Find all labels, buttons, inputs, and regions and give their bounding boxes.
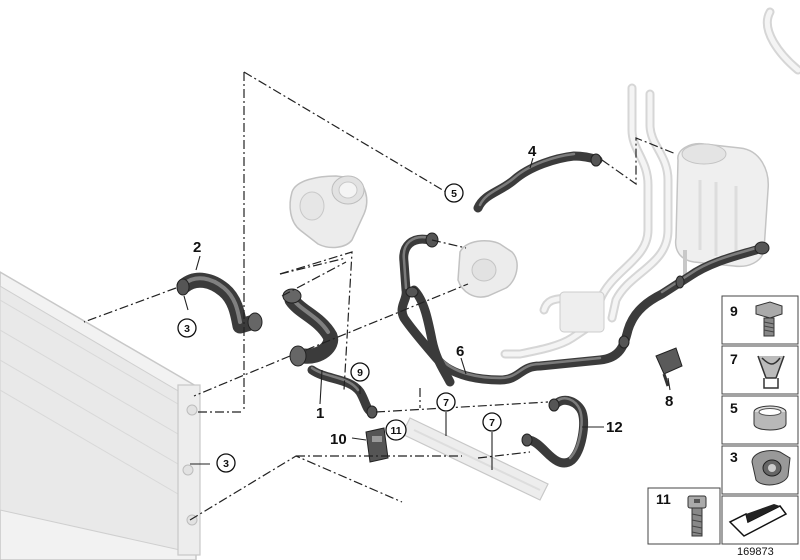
- callout-7a: 7: [443, 397, 449, 409]
- callout-circle-11: [385, 419, 407, 441]
- callout-circle-9: [350, 362, 370, 382]
- legend-item-11: 11: [647, 487, 721, 545]
- hex-bolt-icon: [755, 301, 783, 337]
- legend-item-5: 5: [721, 395, 799, 445]
- legend-item-3: 3: [721, 445, 799, 495]
- parts-legend: 9 7 5: [647, 295, 799, 545]
- callout-11: 11: [390, 425, 401, 437]
- direction-arrow-icon: [728, 504, 788, 537]
- hose-6: [397, 232, 770, 387]
- water-pump-ghost: [289, 175, 368, 249]
- legend-num-7: 7: [730, 351, 738, 367]
- socket-cap-screw-icon: [687, 495, 707, 537]
- hose-1: [282, 288, 378, 419]
- callout-leaders: [183, 157, 671, 470]
- bracket-8: [655, 347, 683, 387]
- callout-2: 2: [193, 239, 201, 256]
- callout-7b: 7: [489, 417, 495, 429]
- rail-ghost: [401, 417, 549, 501]
- quick-coupling-icon: [751, 449, 791, 486]
- legend-item-arrow: [721, 495, 799, 545]
- callout-circle-7a: [436, 392, 456, 412]
- legend-item-7: 7: [721, 345, 799, 395]
- callout-3b: 3: [223, 458, 229, 470]
- legend-num-9: 9: [730, 303, 738, 319]
- ghost-pipework: [500, 7, 800, 359]
- callout-6: 6: [456, 343, 464, 360]
- spring-clip-icon: [757, 355, 785, 389]
- legend-num-5: 5: [730, 400, 738, 416]
- callout-5: 5: [451, 188, 457, 200]
- callout-circle-7b: [482, 412, 502, 432]
- callout-10: 10: [330, 431, 347, 448]
- callout-1: 1: [316, 405, 324, 422]
- legend-num-3: 3: [730, 449, 738, 465]
- radiator-ghost: [0, 271, 201, 560]
- hose-4: [473, 151, 603, 213]
- clip-10: [365, 427, 389, 463]
- leader-lines: [83, 71, 677, 521]
- callout-4: 4: [528, 143, 537, 160]
- hose-12: [521, 395, 589, 468]
- callout-circle-3b: [216, 453, 236, 473]
- callout-8: 8: [665, 393, 673, 410]
- callout-circle-5: [444, 183, 464, 203]
- thermostat-ghost: [457, 239, 518, 298]
- hose-clamp-icon: [753, 405, 787, 431]
- legend-num-11: 11: [656, 491, 671, 507]
- callout-circle-3a: [177, 318, 197, 338]
- callouts: 2 1 4 6 8 12 10 3 3 5 9 7 7 11: [177, 143, 673, 473]
- legend-item-9: 9: [721, 295, 799, 345]
- callout-9: 9: [357, 367, 363, 379]
- callout-3a: 3: [184, 323, 190, 335]
- hose-2: [176, 272, 263, 334]
- callout-12: 12: [606, 419, 623, 436]
- document-number: 169873: [737, 546, 774, 558]
